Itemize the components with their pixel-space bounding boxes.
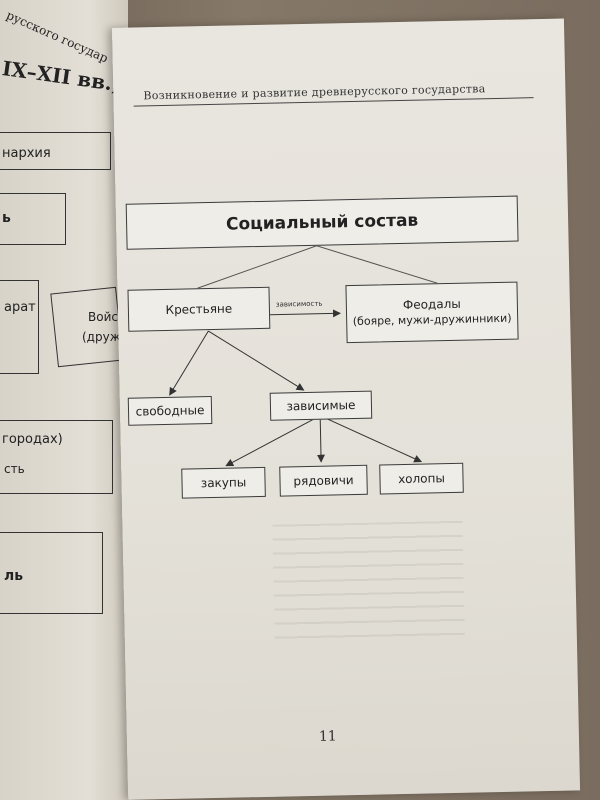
left-box-apparat bbox=[0, 280, 39, 374]
feudals-label: Феодалы bbox=[402, 297, 461, 313]
connector-peasants-dependent bbox=[208, 330, 305, 391]
diagram-connectors bbox=[169, 245, 438, 467]
left-monarchy-text: нархия bbox=[2, 146, 51, 161]
left-header-fragment: русского государ bbox=[4, 8, 111, 66]
right-page: Возникновение и развитие древнерусского … bbox=[112, 18, 581, 800]
left-box-monarchy bbox=[0, 132, 111, 170]
left-st-text: сть bbox=[4, 462, 25, 476]
connector-root-peasants bbox=[197, 245, 317, 289]
dependency-label: зависимость bbox=[275, 299, 323, 309]
connector-peasants-free bbox=[169, 330, 209, 396]
left-voisko-text: Войск bbox=[88, 310, 126, 324]
box-free: свободные bbox=[127, 395, 213, 426]
box-dependent: зависимые bbox=[269, 390, 373, 421]
left-box-voisko bbox=[50, 286, 124, 368]
left-frag-l: ль bbox=[4, 568, 24, 584]
box-feudals: Феодалы (бояре, мужи-дружинники) bbox=[345, 281, 519, 344]
left-box-b bbox=[0, 193, 66, 245]
left-box-gorodah bbox=[0, 420, 113, 494]
root-box-social-structure: Социальный состав bbox=[125, 195, 519, 250]
box-zakupy: закупы bbox=[181, 466, 266, 499]
box-peasants: Крестьяне bbox=[127, 286, 271, 332]
page-number: 11 bbox=[318, 728, 337, 745]
connector-dependent-zakupy bbox=[225, 415, 321, 467]
box-ryadovichi: рядовичи bbox=[279, 464, 368, 497]
left-apparat-text: арат bbox=[4, 300, 36, 315]
connector-dependent-ryadovichi bbox=[316, 415, 325, 463]
left-druzh-text: (друж bbox=[82, 330, 121, 344]
connector-root-feudals bbox=[316, 245, 438, 284]
left-frag-b: ь bbox=[2, 210, 11, 226]
left-box-l bbox=[0, 532, 103, 614]
left-gorodah-text: городах) bbox=[2, 432, 63, 447]
feudals-detail: (бояре, мужи-дружинники) bbox=[352, 311, 512, 328]
connector-dependent-kholopy bbox=[319, 415, 423, 463]
left-page: русского государ IX–XII вв.) нархия ь ар… bbox=[0, 0, 128, 800]
connector-dependency-arrow bbox=[270, 309, 342, 318]
box-kholopy: холопы bbox=[379, 462, 464, 495]
